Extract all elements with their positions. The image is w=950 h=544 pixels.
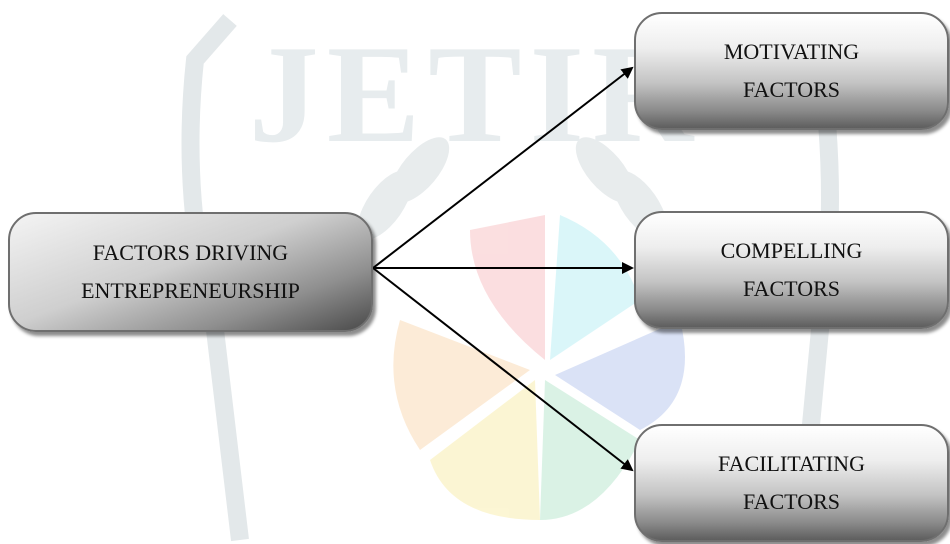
- node-compelling-line2: FACTORS: [742, 276, 840, 301]
- node-compelling-line1: COMPELLING: [720, 238, 863, 263]
- node-facilitating-line1: FACILITATING: [718, 451, 865, 476]
- node-compelling-factors: COMPELLING FACTORS: [634, 211, 949, 329]
- arrow-to-motivating: [372, 66, 634, 269]
- root-node-line2: ENTREPRENEURSHIP: [81, 278, 300, 303]
- node-motivating-factors: MOTIVATING FACTORS: [634, 12, 949, 130]
- node-motivating-line2: FACTORS: [742, 77, 840, 102]
- root-node-factors-driving-entrepreneurship: FACTORS DRIVING ENTREPRENEURSHIP: [8, 212, 373, 332]
- watermark-text: JETIR: [248, 17, 702, 172]
- node-motivating-line1: MOTIVATING: [723, 39, 860, 64]
- arrow-to-facilitating: [372, 267, 634, 472]
- root-node-line1: FACTORS DRIVING: [92, 240, 289, 265]
- node-facilitating-factors: FACILITATING FACTORS: [634, 424, 949, 542]
- node-facilitating-line2: FACTORS: [742, 489, 840, 514]
